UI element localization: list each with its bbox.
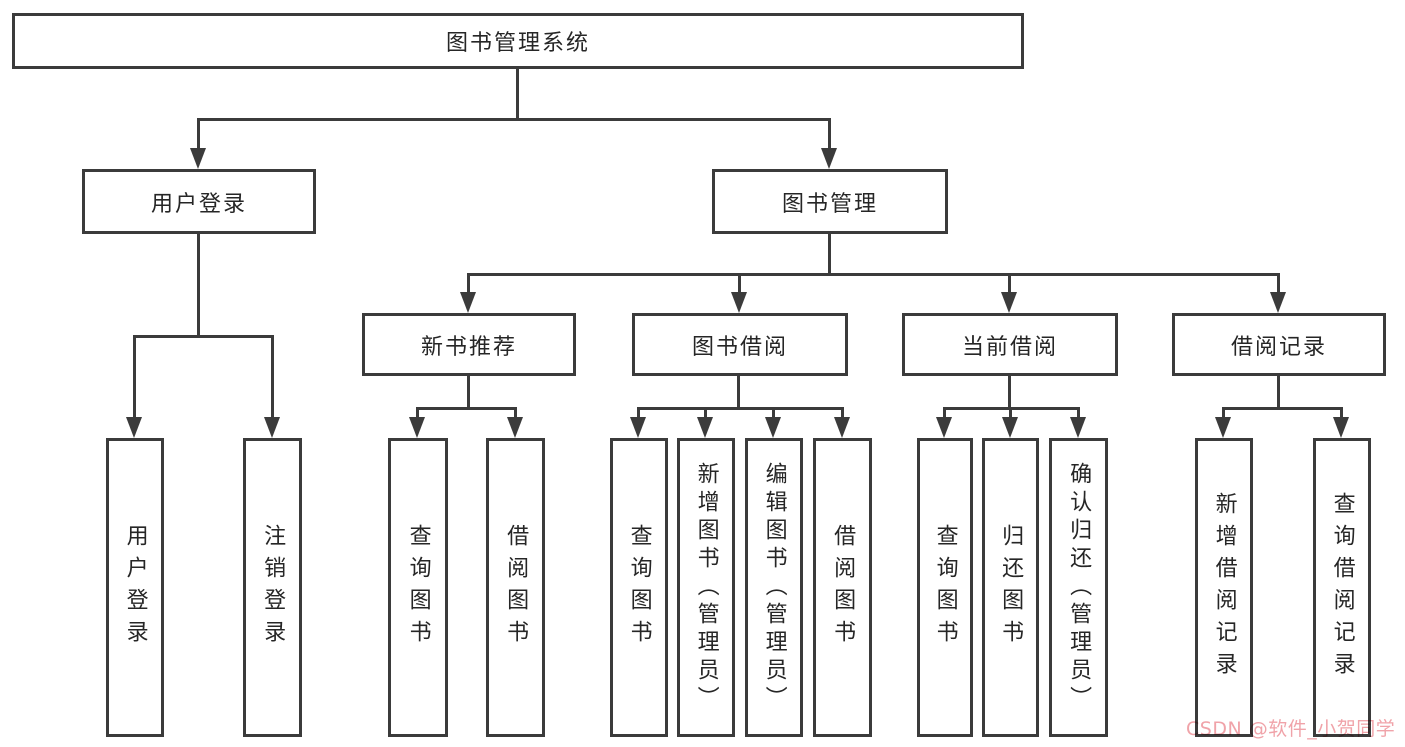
leaf-add-book-admin-label: 新增图书（管理员） — [693, 461, 719, 714]
arrowhead-icon — [1215, 417, 1231, 438]
connector-records-stem — [1277, 374, 1280, 408]
arrowhead-icon — [630, 417, 646, 438]
arrowhead-icon — [731, 292, 747, 313]
connector-arrow-stem — [704, 407, 707, 421]
connector-newbook-stem — [467, 374, 470, 408]
leaf-return-book-label: 归还图书 — [998, 523, 1024, 652]
csdn-watermark: CSDN @软件_小贺同学 — [1186, 718, 1396, 740]
leaf-logout: 注销登录 — [243, 438, 302, 737]
node-user-login: 用户登录 — [82, 169, 316, 234]
connector-arrow-stem — [1077, 407, 1080, 421]
leaf-return-book: 归还图书 — [982, 438, 1039, 737]
node-user-login-label: 用户登录 — [150, 191, 247, 217]
connector-records-hline — [1222, 407, 1343, 410]
arrowhead-icon — [765, 417, 781, 438]
leaf-confirm-return-admin-label: 确认归还（管理员） — [1066, 461, 1092, 714]
leaf-logout-label: 注销登录 — [260, 523, 286, 652]
node-root: 图书管理系统 — [12, 13, 1024, 69]
leaf-query-books-2-label: 查询图书 — [626, 523, 652, 652]
connector-arrow-stem — [841, 407, 844, 421]
connector-arrow-stem — [828, 118, 831, 152]
node-book-management: 图书管理 — [712, 169, 948, 234]
node-new-book-recommend: 新书推荐 — [362, 313, 576, 376]
connector-arrow-stem — [1009, 407, 1012, 421]
leaf-query-books-2: 查询图书 — [610, 438, 668, 737]
leaf-add-borrow-record-label: 新增借阅记录 — [1211, 491, 1237, 684]
leaf-user-login: 用户登录 — [106, 438, 164, 737]
connector-arrow-stem — [416, 407, 419, 421]
connector-bookmgmt-stem — [828, 232, 831, 274]
connector-userlogin-stem — [197, 232, 200, 336]
arrowhead-icon — [264, 417, 280, 438]
leaf-edit-book-admin: 编辑图书（管理员） — [745, 438, 803, 737]
leaf-borrow-books-2-label: 借阅图书 — [830, 523, 856, 652]
arrowhead-icon — [190, 148, 206, 169]
arrowhead-icon — [126, 417, 142, 438]
connector-arrow-stem — [943, 407, 946, 421]
connector-arrow-stem — [1008, 273, 1011, 295]
leaf-add-book-admin: 新增图书（管理员） — [677, 438, 735, 737]
connector-arrow-stem — [1222, 407, 1225, 421]
leaf-query-borrow-record-label: 查询借阅记录 — [1329, 491, 1355, 684]
leaf-query-books-3: 查询图书 — [917, 438, 973, 737]
connector-arrow-stem — [637, 407, 640, 421]
node-borrow-records-label: 借阅记录 — [1230, 334, 1327, 360]
connector-arrow-stem — [1277, 273, 1280, 295]
leaf-confirm-return-admin: 确认归还（管理员） — [1049, 438, 1108, 737]
arrowhead-icon — [1001, 292, 1017, 313]
connector-root-hline — [197, 118, 831, 121]
leaf-add-borrow-record: 新增借阅记录 — [1195, 438, 1253, 737]
leaf-query-books-1: 查询图书 — [388, 438, 448, 737]
arrowhead-icon — [1333, 417, 1349, 438]
leaf-query-books-3-label: 查询图书 — [932, 523, 958, 652]
arrowhead-icon — [1070, 417, 1086, 438]
node-new-book-recommend-label: 新书推荐 — [420, 334, 517, 360]
leaf-borrow-books-1-label: 借阅图书 — [503, 523, 529, 652]
connector-borrow-stem — [737, 374, 740, 408]
node-book-management-label: 图书管理 — [781, 191, 878, 217]
connector-root-stem — [516, 66, 519, 118]
arrowhead-icon — [409, 417, 425, 438]
connector-arrow-stem — [271, 335, 274, 420]
arrowhead-icon — [834, 417, 850, 438]
arrowhead-icon — [936, 417, 952, 438]
leaf-borrow-books-2: 借阅图书 — [813, 438, 872, 737]
leaf-user-login-label: 用户登录 — [122, 523, 148, 652]
arrowhead-icon — [507, 417, 523, 438]
connector-current-stem — [1008, 374, 1011, 408]
node-current-borrow: 当前借阅 — [902, 313, 1118, 376]
node-book-borrow: 图书借阅 — [632, 313, 848, 376]
leaf-query-books-1-label: 查询图书 — [405, 523, 431, 652]
connector-arrow-stem — [467, 273, 470, 295]
connector-newbook-hline — [416, 407, 517, 410]
connector-arrow-stem — [1340, 407, 1343, 421]
leaf-query-borrow-record: 查询借阅记录 — [1313, 438, 1371, 737]
arrowhead-icon — [697, 417, 713, 438]
leaf-borrow-books-1: 借阅图书 — [486, 438, 545, 737]
connector-bookmgmt-hline — [467, 273, 1280, 276]
connector-arrow-stem — [197, 118, 200, 152]
connector-arrow-stem — [514, 407, 517, 421]
arrowhead-icon — [460, 292, 476, 313]
node-root-label: 图书管理系统 — [445, 31, 590, 56]
connector-arrow-stem — [738, 273, 741, 295]
node-book-borrow-label: 图书借阅 — [691, 334, 788, 360]
connector-arrow-stem — [772, 407, 775, 421]
connector-borrow-hline — [637, 407, 844, 410]
arrowhead-icon — [1002, 417, 1018, 438]
node-borrow-records: 借阅记录 — [1172, 313, 1386, 376]
connector-arrow-stem — [133, 335, 136, 420]
arrowhead-icon — [821, 148, 837, 169]
leaf-edit-book-admin-label: 编辑图书（管理员） — [761, 461, 787, 714]
connector-userlogin-hline — [133, 335, 274, 338]
arrowhead-icon — [1270, 292, 1286, 313]
node-current-borrow-label: 当前借阅 — [961, 334, 1058, 360]
